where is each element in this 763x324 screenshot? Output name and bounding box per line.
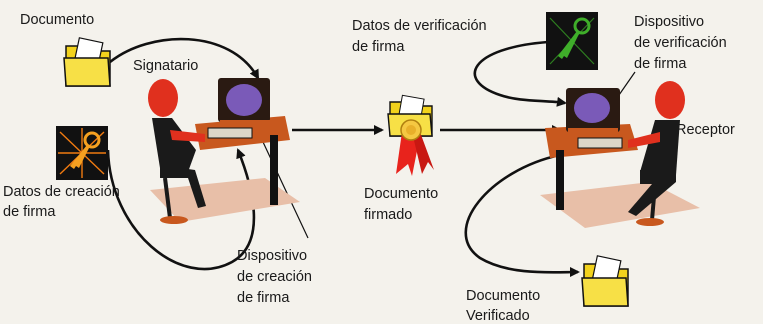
- label-dispositivo-verificacion-line1: Dispositivo: [634, 14, 704, 30]
- label-receptor: Receptor: [676, 122, 735, 138]
- label-signatario: Signatario: [133, 58, 198, 74]
- verified-document-folder-icon: [581, 255, 629, 307]
- floor-shadow: [150, 178, 300, 222]
- signatario-figure: [148, 79, 206, 224]
- arrow-verification-key-to-device: [473, 40, 567, 107]
- signature-key-icon: [56, 126, 108, 180]
- label-documento-firmado-line2: firmado: [364, 207, 412, 223]
- sender-workstation: [148, 78, 300, 224]
- monitor-right: [566, 88, 620, 136]
- verification-key-icon: [546, 12, 598, 70]
- label-datos-verificacion-line1: Datos de verificación: [352, 18, 487, 34]
- monitor: [218, 78, 270, 128]
- label-documento-firmado-line1: Documento: [364, 186, 438, 202]
- arrow-document-to-device: [109, 37, 260, 80]
- signed-document-seal-icon: [387, 94, 434, 176]
- label-dispositivo-creacion-line2: de creación: [237, 269, 312, 285]
- document-folder-icon: [63, 37, 111, 87]
- label-documento-verificado-line1: Documento: [466, 288, 540, 304]
- desk-leg: [270, 135, 278, 205]
- label-datos-creacion-line1: Datos de creación: [3, 184, 120, 200]
- keyboard: [207, 127, 253, 139]
- arrow-device-to-verified-document: [464, 153, 580, 278]
- keyboard-right: [577, 137, 623, 149]
- receptor-figure: [628, 81, 685, 226]
- receiver-workstation: [540, 81, 700, 228]
- label-documento-verificado-line2: Verificado: [466, 308, 530, 324]
- label-dispositivo-creacion-line1: Dispositivo: [237, 248, 307, 264]
- label-datos-verificacion-line2: de firma: [352, 39, 405, 55]
- label-datos-creacion-line2: de firma: [3, 204, 56, 220]
- desk-leg-right: [556, 150, 564, 210]
- label-dispositivo-creacion-line3: de firma: [237, 290, 290, 306]
- label-dispositivo-verificacion-line3: de firma: [634, 56, 687, 72]
- label-documento: Documento: [20, 12, 94, 28]
- label-dispositivo-verificacion-line2: de verificación: [634, 35, 727, 51]
